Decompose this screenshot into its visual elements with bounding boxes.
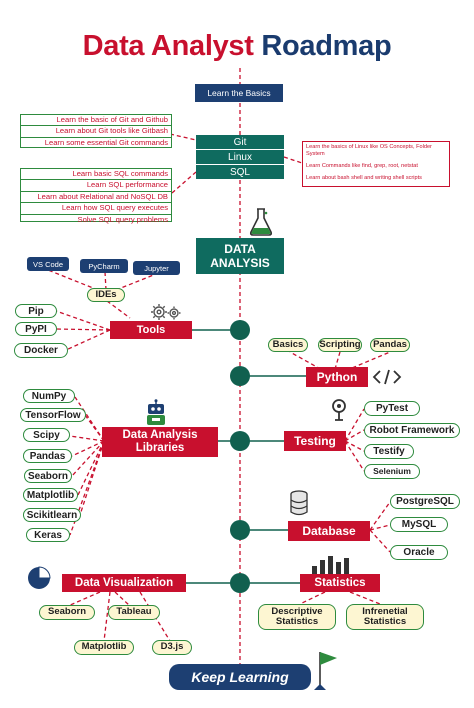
linux-node: Linux (196, 150, 284, 164)
git-notes-box: Learn the basic of Git and Github Learn … (20, 114, 172, 148)
flag-icon (314, 652, 337, 690)
ide-pycharm: PyCharm (80, 259, 128, 273)
python-node: Python (306, 367, 368, 387)
milestone-dot (230, 431, 250, 451)
tool-pypi: PyPI (15, 322, 57, 336)
milestone-dot (230, 320, 250, 340)
keep-learning-node: Keep Learning (169, 664, 311, 690)
data-analysis-libraries-node: Data Analysis Libraries (102, 427, 218, 457)
library-seaborn: Seaborn (24, 469, 72, 483)
milestone-dot (230, 520, 250, 540)
linux-note: Learn the basics of Linux like OS Concep… (306, 144, 432, 157)
tool-docker: Docker (14, 343, 68, 358)
linux-note: Learn Commands like find, grep, root, ne… (306, 163, 418, 169)
ide-jupyter: Jupyter (133, 261, 180, 275)
stat-infrenetial-line-2: Statistics (363, 616, 407, 627)
library-matplotlib: Matplotlib (23, 488, 78, 502)
testing-testify: Testify (364, 444, 414, 459)
milestone-dot (230, 573, 250, 593)
sql-note: Learn SQL performance (21, 180, 171, 192)
linux-note: Learn about bash shell and writing shell… (306, 175, 422, 181)
pie-chart-icon (28, 566, 51, 589)
library-pandas: Pandas (23, 449, 72, 463)
tools-node: Tools (110, 321, 192, 339)
stat-infrenetial: Infrenetial Statistics (346, 604, 424, 630)
ides-node: IDEs (87, 288, 125, 302)
viz-d3js: D3.js (152, 640, 192, 655)
python-basics: Basics (268, 338, 308, 352)
library-keras: Keras (26, 528, 70, 542)
title-part-1: Data Analyst (82, 30, 254, 62)
database-oracle: Oracle (390, 545, 448, 560)
stat-descriptive: Descriptive Statistics (258, 604, 336, 630)
library-scipy: Scipy (23, 428, 70, 442)
data-analysis-line-2: ANALYSIS (210, 256, 270, 270)
ide-vscode: VS Code (27, 257, 69, 271)
sql-node: SQL (196, 165, 284, 179)
database-icon (290, 490, 308, 516)
library-tensorflow: TensorFlow (20, 408, 86, 422)
database-postgresql: PostgreSQL (390, 494, 460, 509)
milestone-dot (230, 366, 250, 386)
sql-note: Learn about Relational and NoSQL DB (21, 192, 171, 204)
learn-the-basics-node: Learn the Basics (195, 84, 283, 102)
database-mysql: MySQL (390, 517, 448, 532)
tool-pip: Pip (15, 304, 57, 318)
title-part-2: Roadmap (261, 30, 392, 62)
sql-note: Learn basic SQL commands (21, 169, 171, 181)
linux-notes-box: Learn the basics of Linux like OS Concep… (302, 141, 450, 187)
bar-chart-icon (312, 556, 349, 576)
magnifier-icon (332, 399, 346, 421)
sql-note: Solve SQL query problems (77, 214, 168, 224)
git-node: Git (196, 135, 284, 149)
viz-seaborn: Seaborn (39, 605, 95, 620)
python-scripting: Scripting (318, 338, 362, 352)
testing-selenium: Selenium (364, 464, 420, 479)
database-node: Database (288, 521, 370, 541)
stat-descriptive-line-2: Statistics (275, 616, 319, 627)
testing-robot-framework: Robot Framework (364, 423, 460, 438)
page-title: Data Analyst Roadmap (0, 30, 474, 63)
stat-infrenetial-line-1: Infrenetial (362, 605, 408, 617)
statistics-node: Statistics (300, 574, 380, 592)
libraries-line-2: Libraries (135, 442, 185, 454)
code-icon (372, 369, 402, 385)
testing-pytest: PyTest (364, 401, 420, 416)
viz-matplotlib: Matplotlib (74, 640, 134, 655)
data-analysis-line-1: DATA (224, 242, 256, 256)
python-pandas: Pandas (370, 338, 410, 352)
sql-note: Learn how SQL query executes (21, 203, 171, 215)
robot-icon (147, 399, 165, 425)
data-visualization-node: Data Visualization (62, 574, 186, 592)
testing-node: Testing (284, 431, 346, 451)
libraries-line-1: Data Analysis (122, 429, 198, 441)
git-note: Learn the basic of Git and Github (21, 115, 171, 127)
data-analysis-node: DATA ANALYSIS (196, 238, 284, 274)
stat-descriptive-line-1: Descriptive (271, 605, 323, 617)
gears-icon (151, 304, 181, 320)
library-scikitlearn: Scikitlearn (23, 508, 81, 522)
git-note: Learn about Git tools like Gitbash (21, 126, 171, 138)
sql-notes-box: Learn basic SQL commands Learn SQL perfo… (20, 168, 172, 224)
library-numpy: NumPy (23, 389, 75, 403)
flask-icon (249, 208, 273, 236)
git-note: Learn some essential Git commands (44, 137, 168, 147)
viz-tableau: Tableau (108, 605, 160, 620)
